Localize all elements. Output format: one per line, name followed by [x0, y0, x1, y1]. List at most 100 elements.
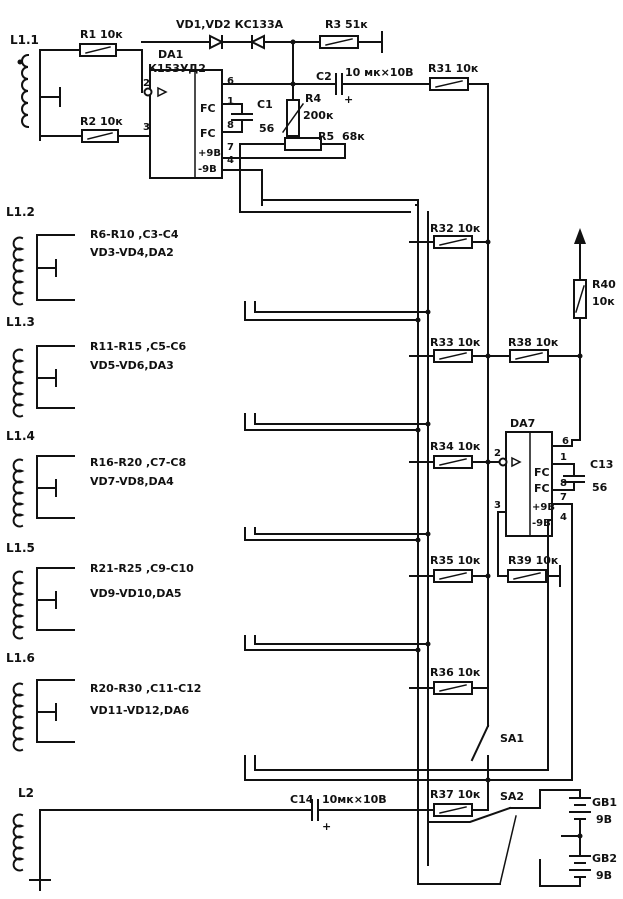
- da7-pin-2: 2: [494, 448, 501, 459]
- zener-vd1: [209, 34, 225, 50]
- label-r2: R2 10к: [80, 115, 123, 128]
- coil-l1-4: [12, 455, 75, 528]
- label-r5-val: 68к: [342, 130, 365, 143]
- switch-sa1: [470, 724, 490, 762]
- block-4-line2: VD7-VD8,DA4: [90, 475, 174, 488]
- block-6-line2: VD11-VD12,DA6: [90, 704, 189, 717]
- coil-l1-1: [17, 49, 61, 141]
- da7-inverting-dot: [498, 457, 508, 467]
- label-da1: DA1: [158, 48, 183, 61]
- label-gb2: GB2: [592, 852, 617, 865]
- da1-pin-1: 1: [227, 96, 234, 107]
- label-c13: C13: [590, 458, 613, 471]
- label-r34: R34 10к: [430, 440, 481, 453]
- label-l1-3: L1.3: [6, 315, 35, 329]
- label-l1-6: L1.6: [6, 651, 35, 665]
- da1-pin-8: 8: [227, 120, 234, 131]
- label-c14-val: 10мк×10В: [322, 793, 387, 806]
- label-l1-2: L1.2: [6, 205, 35, 219]
- coil-l1-3: [12, 345, 75, 418]
- label-l2: L2: [18, 786, 34, 800]
- da1-pin-3: 3: [143, 122, 150, 133]
- label-sa2: SA2: [500, 790, 524, 803]
- label-r37: R37 10к: [430, 788, 481, 801]
- label-l1-4: L1.4: [6, 429, 35, 443]
- label-r32: R32 10к: [430, 222, 481, 235]
- da7-pin-8: 8: [560, 478, 567, 489]
- da7-pin-4: 4: [560, 512, 567, 523]
- da7-pin-3: 3: [494, 500, 501, 511]
- block-2-line2: VD3-VD4,DA2: [90, 246, 174, 259]
- da7-pin-6: 6: [562, 436, 569, 447]
- label-r5: R5: [318, 130, 334, 143]
- c14-polarity: +: [322, 820, 331, 833]
- label-c1-val: 56: [259, 122, 275, 135]
- label-c13-val: 56: [592, 481, 608, 494]
- da7-fc-1: FC: [534, 466, 550, 479]
- label-c2-val: 10 мк×10В: [345, 66, 414, 79]
- op-amp-da1: [149, 69, 223, 179]
- label-sa1: SA1: [500, 732, 524, 745]
- label-c14: C14: [290, 793, 314, 806]
- block-5-line1: R21-R25 ,C9-C10: [90, 562, 194, 575]
- da7-pin-1: 1: [560, 452, 567, 463]
- coil-l1-5: [12, 567, 75, 640]
- label-vd1-vd2: VD1,VD2 КС133А: [176, 18, 284, 31]
- block-2-line1: R6-R10 ,C3-C4: [90, 228, 179, 241]
- label-r31: R31 10к: [428, 62, 479, 75]
- stage-1: L1.1 R1 10к R2 10к DA1 К153УД2 FC FC +9В…: [10, 18, 431, 201]
- resistor-r5: [284, 137, 322, 151]
- l2-input: L2 + C14 10мк×10В R37 10к SA2 GB1 9В: [12, 777, 617, 891]
- stage-6: L1.6 R20-R30 ,C11-C12 VD11-VD12,DA6: [6, 651, 201, 752]
- da1-plus9: +9В: [198, 148, 221, 159]
- label-r1: R1 10к: [80, 28, 123, 41]
- label-r4: R4: [305, 92, 321, 105]
- label-c1: C1: [257, 98, 273, 111]
- label-r38: R38 10к: [508, 336, 559, 349]
- label-r33: R33 10к: [430, 336, 481, 349]
- da1-pin-7: 7: [227, 142, 234, 153]
- block-3-line2: VD5-VD6,DA3: [90, 359, 174, 372]
- label-gb1: GB1: [592, 796, 617, 809]
- supply-rails: [239, 157, 429, 866]
- da1-fc-2: FC: [200, 127, 216, 140]
- coil-l2: [12, 809, 51, 891]
- block-4-line1: R16-R20 ,C7-C8: [90, 456, 186, 469]
- da7-plus9: +9В: [532, 502, 555, 513]
- block-5-line2: VD9-VD10,DA5: [90, 587, 182, 600]
- label-da1-type: К153УД2: [148, 62, 206, 75]
- stage-3: L1.3 R11-R15 ,C5-C6 VD5-VD6,DA3: [6, 315, 186, 418]
- da7-pin-7: 7: [560, 492, 567, 503]
- op-amp-da7: [505, 431, 553, 537]
- da1-minus9: -9В: [198, 164, 217, 175]
- stage-5: L1.5 R21-R25 ,C9-C10 VD9-VD10,DA5: [6, 541, 194, 640]
- label-da7: DA7: [510, 417, 535, 430]
- coil-l1-2: [12, 234, 75, 306]
- label-r35: R35 10к: [430, 554, 481, 567]
- da1-pin-6: 6: [227, 76, 234, 87]
- label-r40-val: 10к: [592, 295, 615, 308]
- label-l1-1: L1.1: [10, 33, 39, 47]
- label-l1-5: L1.5: [6, 541, 35, 555]
- label-c2: C2: [316, 70, 332, 83]
- c2-polarity: +: [344, 93, 353, 106]
- da1-fc-1: FC: [200, 102, 216, 115]
- label-r36: R36 10к: [430, 666, 481, 679]
- label-gb1-val: 9В: [596, 813, 612, 826]
- da7-fc-2: FC: [534, 482, 550, 495]
- label-r3: R3 51к: [325, 18, 368, 31]
- stage-2: L1.2 R6-R10 ,C3-C4 VD3-VD4,DA2: [6, 205, 179, 306]
- coil-l1-6: [12, 679, 75, 752]
- mixer: R31 10к R32 10к R33 10к R38 10к R40 10к: [409, 62, 616, 781]
- output-arrow-icon: [574, 228, 586, 244]
- label-r39: R39 10к: [508, 554, 559, 567]
- label-gb2-val: 9В: [596, 869, 612, 882]
- label-r40: R40: [592, 278, 616, 291]
- stage-4: L1.4 R16-R20 ,C7-C8 VD7-VD8,DA4: [6, 429, 186, 528]
- block-3-line1: R11-R15 ,C5-C6: [90, 340, 186, 353]
- inverting-input-dot: [143, 87, 153, 97]
- da1-pin-4: 4: [227, 155, 234, 166]
- da1-pin-2: 2: [143, 78, 150, 89]
- block-6-line1: R20-R30 ,C11-C12: [90, 682, 201, 695]
